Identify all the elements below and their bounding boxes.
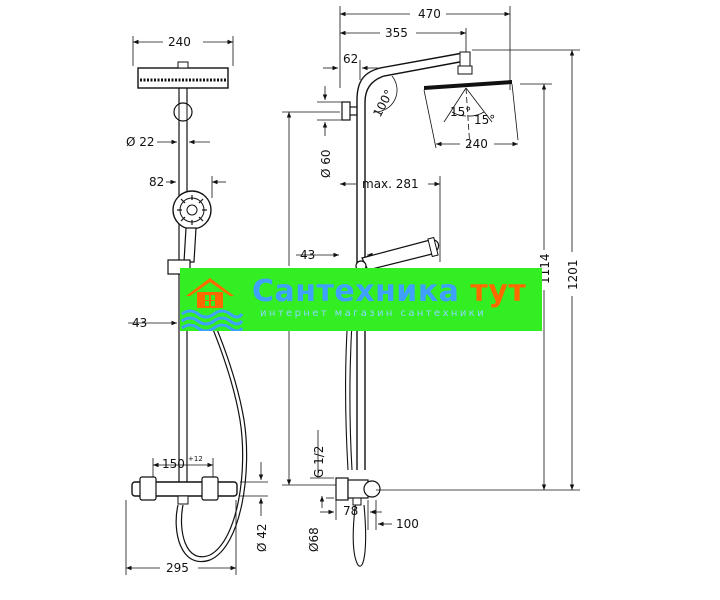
dim-head-width-side: 240	[465, 137, 488, 151]
dim-outlet-diameter: Ø68	[307, 527, 321, 552]
hand-shower-handle	[183, 227, 197, 263]
dim-thread: G 1/2	[312, 446, 326, 478]
front-view: 240 Ø 22 82	[125, 35, 269, 575]
riser-arm-outer	[356, 52, 464, 470]
thermostat-handle-left	[139, 476, 157, 501]
tilt-line	[511, 83, 519, 141]
dim-outlet-depth: 78	[343, 504, 358, 518]
dim-pipe-diameter: Ø 22	[126, 135, 155, 149]
wall-bracket	[173, 102, 193, 122]
banner-subtitle: интернет магазин сантехники	[260, 308, 487, 319]
thermostat-handle-right	[201, 476, 219, 501]
tilt-line	[465, 87, 493, 123]
shower-head-front	[137, 67, 229, 89]
dim-tilt-left: 15°	[450, 105, 471, 119]
wall-collar	[341, 101, 351, 121]
center-line	[465, 87, 471, 149]
head-ball-joint	[457, 65, 473, 75]
dim-head-width: 240	[168, 35, 191, 49]
dim-rail-offset: 43	[300, 248, 315, 262]
tilt-line	[443, 87, 467, 123]
tilt-line	[423, 89, 437, 149]
dim-arm-offset: 62	[343, 52, 358, 66]
dim-collar-diameter: Ø 60	[319, 149, 333, 178]
dim-holder-offset: 43	[132, 316, 147, 330]
thermostat-side-mount	[335, 477, 349, 501]
dim-arm-reach: 355	[385, 26, 408, 40]
dim-tilt-right: 15°	[474, 113, 495, 127]
hose-loop-side	[352, 499, 367, 567]
dim-max-reach: max. 281	[362, 177, 419, 191]
dim-wall-offset: 100	[396, 517, 419, 531]
angle-arc	[374, 75, 398, 113]
side-view: 470 355 62 Ø 60 100°	[282, 6, 580, 567]
head-joint	[177, 61, 189, 69]
thermostat-side-outlet	[352, 497, 362, 506]
banner-title: Сантехника тут	[252, 274, 526, 309]
banner-title-main: Сантехника	[252, 274, 460, 309]
hand-shower-face	[427, 236, 439, 258]
watermark-banner: Сантехника тут интернет магазин сантехни…	[180, 268, 542, 331]
hand-shower-side	[361, 239, 440, 271]
banner-title-accent: тут	[459, 274, 527, 309]
shower-head-side	[424, 80, 512, 90]
dim-thermostat-spacing: 150	[162, 457, 185, 471]
thermostat-side-handle	[363, 480, 381, 498]
dim-total-reach: 470	[418, 7, 441, 21]
hand-shower-center	[186, 204, 198, 216]
thermostat-outlet	[177, 495, 189, 505]
dim-thermostat-height: Ø 42	[255, 523, 269, 552]
dim-total-height: 1201	[566, 259, 580, 290]
dim-thermostat-tolerance: +12	[188, 455, 203, 463]
head-joint-side	[459, 51, 471, 67]
house-wave-logo-icon	[181, 278, 244, 331]
dim-total-width: 295	[166, 561, 189, 575]
riser-arm-inner	[364, 60, 466, 470]
dim-handshower-width: 82	[149, 175, 164, 189]
